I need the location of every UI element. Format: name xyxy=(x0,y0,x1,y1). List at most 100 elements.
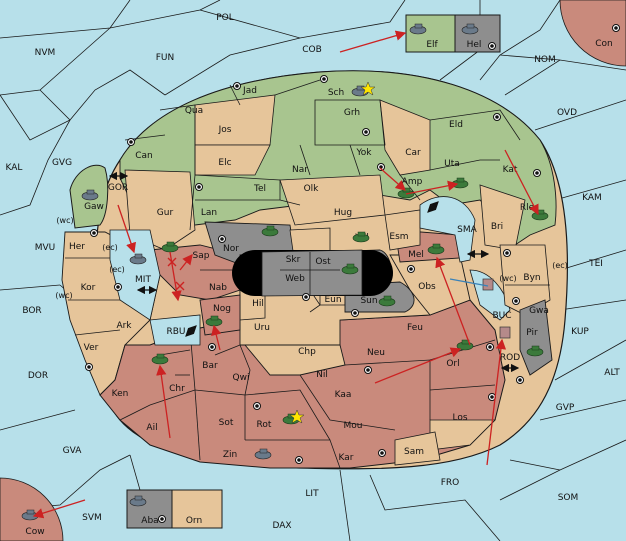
tank-icon xyxy=(352,231,370,243)
sea-mit[interactable] xyxy=(109,229,161,321)
supply-center-icon xyxy=(295,456,303,464)
label-nog: Nog xyxy=(213,304,231,314)
tank-icon xyxy=(461,23,479,35)
label-fro: FRO xyxy=(441,478,460,488)
label-gwa: Gwa xyxy=(529,306,549,316)
label-sot: Sot xyxy=(219,418,234,428)
supply-center-icon xyxy=(488,42,496,50)
label-tel: Tel xyxy=(253,184,266,194)
tank-icon xyxy=(151,353,169,365)
province-car[interactable] xyxy=(379,99,431,176)
sea-sma[interactable] xyxy=(419,196,476,263)
supply-center-icon xyxy=(377,163,385,171)
province-chp[interactable] xyxy=(244,344,346,376)
label-gvg: GVG xyxy=(52,158,72,168)
label-bor: BOR xyxy=(22,306,41,316)
label-kaa: Kaa xyxy=(335,390,352,400)
move-arrow-icon xyxy=(156,364,171,439)
label-rle: Rle xyxy=(520,203,535,213)
label-aba: Aba xyxy=(141,516,158,526)
province-con[interactable] xyxy=(559,0,626,67)
label-yok: Yok xyxy=(355,148,372,158)
move-arrow-icon xyxy=(32,499,86,519)
label-bar: Bar xyxy=(202,361,218,371)
label-mou: Mou xyxy=(344,421,363,431)
province-nog[interactable] xyxy=(199,294,241,336)
supply-center-icon xyxy=(320,75,328,83)
province-pir[interactable] xyxy=(519,299,553,376)
supply-center-icon xyxy=(253,402,261,410)
label-esm: Esm xyxy=(389,232,408,242)
province-sap[interactable] xyxy=(149,244,241,301)
label-mvu: MVU xyxy=(35,243,56,253)
label-nil: Nil xyxy=(316,370,328,380)
label-ec-3: (ec) xyxy=(552,261,568,270)
label-amp: Amp xyxy=(402,177,423,187)
sea-buc[interactable] xyxy=(469,269,511,321)
supply-center-icon xyxy=(195,183,203,191)
label-orl: Orl xyxy=(446,359,459,369)
label-grh: Grh xyxy=(344,108,360,118)
label-hug: Hug xyxy=(334,208,352,218)
label-gaw: Gaw xyxy=(84,202,104,212)
label-uru: Uru xyxy=(254,323,270,333)
label-hel: Hel xyxy=(467,40,482,50)
label-dor: DOR xyxy=(28,371,48,381)
move-arrows xyxy=(32,30,539,519)
supply-center-icon xyxy=(85,363,93,371)
label-wc-2: (wc) xyxy=(55,291,72,300)
tank-icon xyxy=(254,448,272,460)
move-arrow-icon xyxy=(379,167,406,191)
province-sam[interactable] xyxy=(394,431,441,466)
supply-center-icon xyxy=(233,82,241,90)
province-esm[interactable] xyxy=(384,209,421,251)
label-eun: Eun xyxy=(324,295,341,305)
supply-center-icon xyxy=(127,138,135,146)
label-can: Can xyxy=(135,151,153,161)
label-los: Los xyxy=(452,413,467,423)
label-feu: Feu xyxy=(407,323,423,333)
tank-icon xyxy=(409,23,427,35)
label-svm: SVM xyxy=(82,513,102,523)
label-car: Car xyxy=(405,148,421,158)
label-uta: Uta xyxy=(444,159,460,169)
label-som: SOM xyxy=(558,493,579,503)
tank-icon xyxy=(129,495,147,507)
label-sch: Sch xyxy=(328,88,344,98)
label-fun: FUN xyxy=(156,53,175,63)
move-arrow-icon xyxy=(169,251,182,302)
label-nab: Nab xyxy=(209,283,227,293)
move-arrow-icon xyxy=(405,180,459,195)
province-cow[interactable] xyxy=(0,477,64,541)
supply-center-icon xyxy=(533,169,541,177)
label-kat: Kat xyxy=(503,165,518,175)
label-eld: Eld xyxy=(449,120,463,130)
sea-rbu[interactable] xyxy=(149,314,201,346)
tank-icon xyxy=(378,295,396,307)
label-gva: GVA xyxy=(63,446,83,456)
tank-icon xyxy=(129,253,147,265)
label-lan: Lan xyxy=(201,208,217,218)
province-orn[interactable] xyxy=(171,489,223,529)
tank-icon xyxy=(526,345,544,357)
supply-centers xyxy=(85,24,620,523)
label-sap: Sap xyxy=(193,251,210,261)
label-qua: Qua xyxy=(185,106,203,116)
label-sun: Sun xyxy=(360,296,377,306)
supply-center-icon xyxy=(90,229,98,237)
label-rod: ROD xyxy=(500,353,520,363)
supply-center-icon xyxy=(378,449,386,457)
label-con: Con xyxy=(595,39,613,49)
label-sam: Sam xyxy=(404,447,424,457)
label-ost: Ost xyxy=(315,257,331,267)
label-pir: Pir xyxy=(526,328,538,338)
star-icon xyxy=(360,81,376,96)
label-olk: Olk xyxy=(304,184,320,194)
tank-icon xyxy=(427,243,445,255)
supply-center-icon xyxy=(612,24,620,32)
double-arrow-icon xyxy=(427,201,439,213)
supply-center-icon xyxy=(218,235,226,243)
label-zin: Zin xyxy=(223,450,237,460)
